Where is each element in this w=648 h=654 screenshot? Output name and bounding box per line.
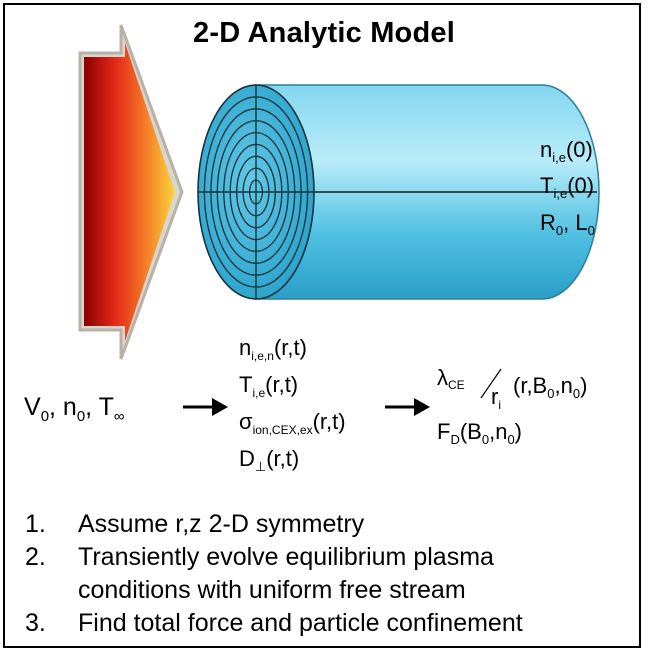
- list-item-number: 3.: [25, 609, 46, 637]
- param-temperature-0: Ti,e(0): [540, 173, 594, 201]
- assumption-list: 1. Assume r,z 2-D symmetry 2. Transiently …: [25, 508, 523, 640]
- free-stream-arrow-fill: [84, 43, 175, 341]
- output-quantities: λCE ri (r,B0,n0) FD(B0,n0): [437, 365, 587, 447]
- list-item-text: Find total force and particle confinemen…: [78, 609, 523, 637]
- list-item: 1. Assume r,z 2-D symmetry: [25, 508, 523, 541]
- diagram-title: 2-D Analytic Model: [193, 17, 455, 49]
- list-item-text: Transiently evolve equilibrium plasma co…: [78, 543, 494, 604]
- list-item-number: 2.: [25, 543, 46, 571]
- diagram-artwork: ni,e(0) Ti,e(0) R0, L0 V0, n0, T∞ ni,e,n…: [24, 24, 600, 474]
- profile-cross-sections: σion,CEX,ex(r,t): [239, 409, 346, 437]
- param-radius-length: R0, L0: [540, 210, 595, 238]
- cylinder-parameters: ni,e(0) Ti,e(0) R0, L0: [540, 137, 595, 238]
- arrow-2: [385, 398, 430, 416]
- output-radius: ri: [491, 384, 501, 412]
- profile-temperature: Ti,e(r,t): [239, 372, 298, 400]
- list-item-number: 1.: [25, 510, 46, 538]
- output-lambda-args: (r,B0,n0): [513, 373, 587, 401]
- output-force: FD(B0,n0): [437, 419, 522, 447]
- arrow-1: [183, 398, 228, 416]
- param-density-0: ni,e(0): [540, 137, 593, 165]
- profile-density: ni,e,n(r,t): [239, 335, 307, 363]
- output-lambda: λCE: [437, 365, 465, 392]
- profile-diffusion: D⊥(r,t): [239, 446, 299, 474]
- list-item: 2. Transiently evolve equilibrium plasma …: [25, 541, 523, 607]
- profile-quantities: ni,e,n(r,t) Ti,e(r,t) σion,CEX,ex(r,t) D…: [239, 335, 346, 474]
- plasma-cylinder: [197, 84, 600, 300]
- fraction-slash: [480, 368, 502, 399]
- free-stream-arrow: [78, 24, 184, 360]
- list-item-text: Assume r,z 2-D symmetry: [78, 510, 365, 538]
- diagram-frame: 2-D Analytic Model: [3, 3, 641, 648]
- input-parameters: V0, n0, T∞: [24, 393, 125, 425]
- list-item: 3. Find total force and particle confinem…: [25, 607, 523, 640]
